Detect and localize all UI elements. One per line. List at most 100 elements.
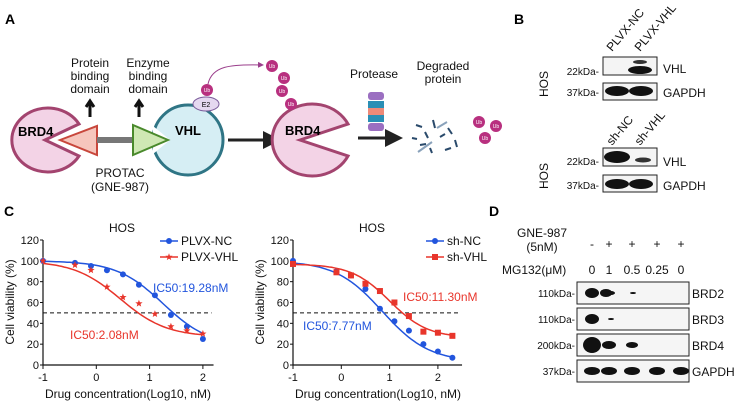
degraded-protein-label-line2: protein [425, 72, 462, 86]
y-tick-label: 120 [21, 235, 39, 247]
blot-vhl-knockdown [602, 147, 658, 167]
blot-band [673, 367, 689, 375]
panel-label-c: C [4, 203, 14, 219]
y-tick-label: 100 [21, 256, 39, 268]
cell-line-label: HOS [537, 163, 551, 189]
blot-gapdh [602, 82, 658, 101]
marker-label: 37kDa- [567, 181, 599, 192]
panel-b: B PLVX-NC PLVX-VHL HOS 22kDa- 37kDa- VHL… [514, 1, 706, 193]
legend-marker [432, 238, 438, 244]
data-point [103, 283, 111, 290]
y-tick-label: 60 [277, 298, 289, 310]
ic50-annotation: IC50:19.28nM [153, 281, 228, 295]
legend-marker [165, 253, 173, 261]
marker-label: 110kDa- [538, 315, 575, 326]
ubiquitin-icon: Ub [285, 98, 297, 110]
panel-label-b: B [514, 11, 524, 27]
blot-band [585, 288, 599, 298]
y-tick-label: 0 [33, 360, 39, 372]
ubiquitin-chain: Ub Ub Ub Ub [266, 60, 297, 110]
blot-band [626, 342, 638, 348]
data-point [449, 332, 456, 339]
data-point [362, 280, 369, 287]
y-tick-label: 20 [277, 339, 289, 351]
legend-label: sh-NC [447, 234, 481, 248]
enzyme-domain-line: binding [129, 69, 168, 83]
mg132-value: 0 [589, 263, 596, 277]
fit-curve [292, 263, 453, 337]
protein-domain-line: binding [71, 69, 110, 83]
enzyme-binding-domain-label: Enzyme binding domain [126, 56, 170, 96]
x-tick-label: -1 [38, 372, 48, 384]
protein-binding-domain-label: Protein binding domain [70, 56, 109, 96]
ub-label: Ub [482, 136, 489, 142]
x-tick-label: 0 [93, 372, 99, 384]
mg132-value: 0.25 [645, 263, 669, 277]
lane-label: sh-VHL [632, 108, 669, 148]
data-point [87, 266, 95, 274]
data-point [376, 305, 383, 312]
data-point [347, 272, 354, 279]
ub-label: Ub [269, 64, 276, 70]
gne-label: GNE-987 [517, 226, 567, 240]
ubiquitin-icon: Ub [490, 120, 502, 132]
data-point [376, 288, 383, 295]
x-tick-label: 1 [387, 372, 393, 384]
x-axis-label: Drug concentration(Log10, nM) [45, 387, 211, 401]
legend-marker [166, 238, 172, 244]
ub-label: Ub [288, 102, 295, 108]
blot-rows: 110kDa-BRD2110kDa-BRD3200kDa-BRD437kDa-G… [537, 281, 735, 383]
brd4-label: BRD4 [285, 123, 321, 138]
data-point [119, 293, 127, 301]
fit-curve [42, 262, 203, 336]
data-point [167, 322, 175, 330]
protein-domain-line: Protein [71, 56, 109, 70]
ubiquitin-icon: Ub [479, 132, 491, 144]
blot-row-brd3: 110kDa-BRD3 [538, 307, 724, 331]
data-point [183, 326, 191, 334]
y-axis-label: Cell viability (%) [3, 259, 17, 344]
legend-label: sh-VHL [447, 250, 487, 264]
data-point [391, 299, 398, 306]
degraded-fragments [411, 119, 458, 154]
ic50-annotation: IC50:2.08nM [70, 328, 139, 342]
gne-value: + [653, 237, 660, 251]
ub-label: Ub [476, 120, 483, 126]
blot-band [600, 289, 612, 297]
data-point [420, 328, 427, 335]
ub-label: Ub [279, 89, 286, 95]
protein-label: VHL [663, 62, 687, 76]
y-tick-label: 40 [27, 318, 39, 330]
ubiquitin-transfer-arrow [207, 61, 264, 85]
up-arrow-icon [84, 98, 96, 117]
mg132-label: MG132(μM) [502, 263, 566, 277]
panel-label-d: D [489, 203, 499, 219]
legend-label: PLVX-NC [181, 234, 232, 248]
panel-a: A Protein binding domain Enzyme binding … [5, 11, 502, 194]
enzyme-domain-line: Enzyme [126, 56, 170, 70]
blot-band [585, 314, 599, 324]
marker-label: 37kDa- [543, 367, 575, 378]
protein-label: GAPDH [663, 86, 706, 100]
brd4-protein-shape [270, 102, 351, 178]
data-point [167, 312, 174, 318]
gne-value: - [590, 237, 594, 251]
free-ubiquitin: Ub Ub Ub [473, 116, 502, 144]
series-plvx-nc: PLVX-NC IC50:19.28nM [40, 234, 232, 342]
protein-label: BRD2 [692, 287, 724, 301]
vhl-label: VHL [175, 123, 201, 138]
protac-linker [97, 137, 133, 143]
data-point [405, 313, 412, 320]
ic50-annotation: IC50:7.77nM [303, 319, 372, 333]
ubiquitin-icon: Ub [473, 116, 485, 128]
data-point [135, 299, 143, 307]
degraded-protein-label: Degraded [417, 59, 470, 73]
data-point [434, 348, 441, 355]
proteasome-icon [368, 92, 384, 131]
enzyme-ligand-triangle [132, 123, 171, 157]
